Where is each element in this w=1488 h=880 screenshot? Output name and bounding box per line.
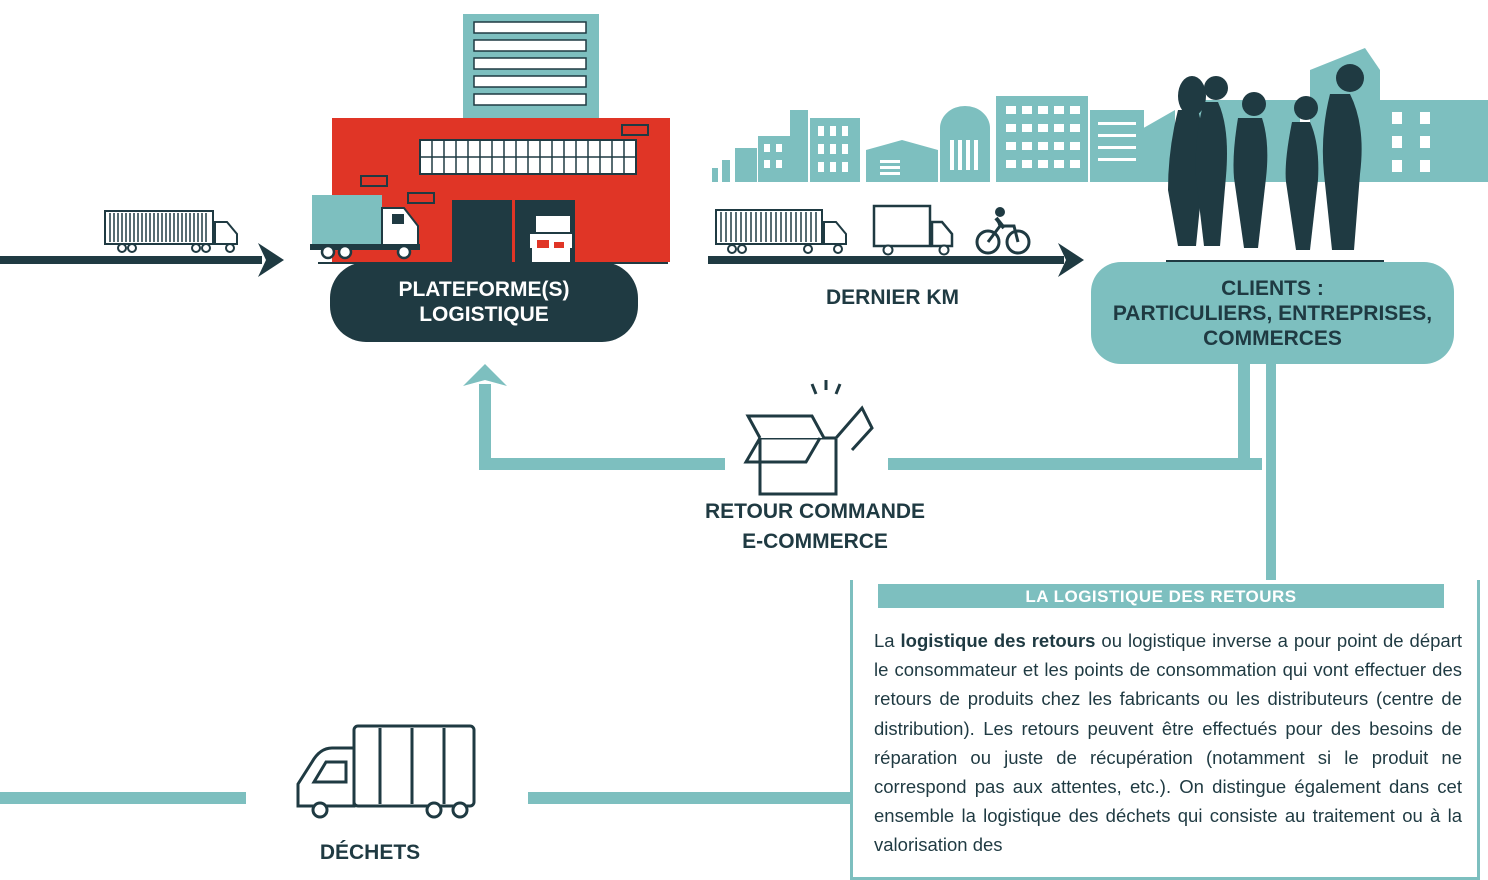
waste-line-icon	[0, 792, 850, 804]
bicycle-icon	[975, 207, 1031, 255]
container-truck-icon	[104, 210, 238, 253]
info-text-prefix: La	[874, 630, 901, 651]
last-mile-arrow-icon	[708, 243, 1084, 277]
platform-line2: LOGISTIQUE	[419, 303, 549, 326]
info-text-rest: ou logistique inverse a pour point de dé…	[874, 630, 1462, 856]
clients-line3: COMMERCES	[1203, 326, 1342, 350]
open-box-icon	[743, 380, 874, 496]
city-skyline-icon	[712, 48, 1488, 182]
info-box	[850, 580, 1480, 880]
clients-line2: PARTICULIERS, ENTREPRISES,	[1112, 301, 1433, 325]
return-order-line1: RETOUR COMMANDE	[704, 500, 926, 523]
inbound-arrow-icon	[0, 243, 284, 277]
info-box-title: LA LOGISTIQUE DES RETOURS	[878, 584, 1444, 608]
return-arrow-icon	[463, 364, 1276, 580]
last-mile-label: DERNIER KM	[825, 286, 959, 309]
delivery-van-icon	[872, 204, 954, 256]
people-group-icon	[1166, 64, 1384, 262]
clients-label: CLIENTS : PARTICULIERS, ENTREPRISES, COM…	[1091, 262, 1454, 364]
platform-line1: PLATEFORME(S)	[398, 278, 570, 301]
garbage-truck-icon	[296, 724, 476, 819]
last-mile-truck-icon	[715, 209, 847, 254]
return-order-label: RETOUR COMMANDE E-COMMERCE	[680, 497, 950, 557]
waste-label: DÉCHETS	[319, 841, 421, 864]
info-text-bold: logistique des retours	[900, 630, 1096, 651]
clients-line1: CLIENTS :	[1221, 276, 1324, 300]
info-box-text: La logistique des retours ou logistique …	[874, 626, 1462, 860]
platform-label: PLATEFORME(S) LOGISTIQUE	[330, 262, 638, 342]
skyline-windows	[764, 106, 1430, 175]
warehouse-icon	[310, 14, 670, 264]
return-order-line2: E-COMMERCE	[742, 530, 888, 553]
